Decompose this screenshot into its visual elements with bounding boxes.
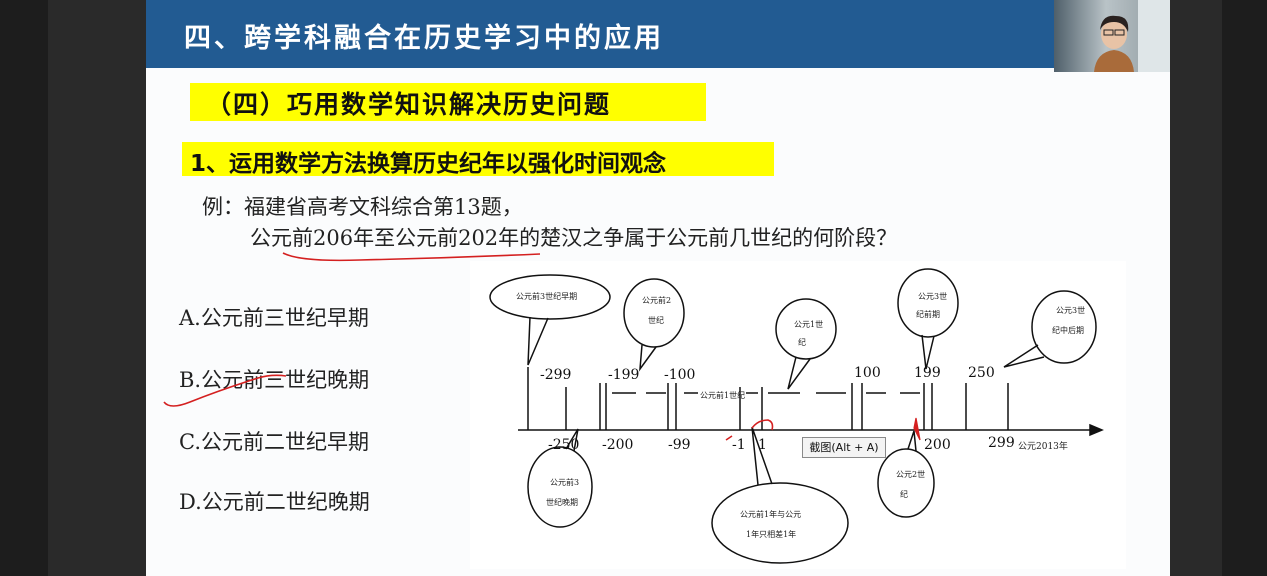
bubble-ad2-line1: 公元2世 — [896, 470, 926, 479]
tick-bottom-1: -250 — [548, 437, 580, 453]
option-b: B.公元前三世纪晚期 — [179, 368, 370, 392]
bubble-ad3-late-line1: 公元3世 — [1056, 306, 1086, 315]
option-c: C.公元前二世纪早期 — [179, 430, 369, 454]
webcam-overlay — [1054, 0, 1170, 72]
bubble-year-diff — [711, 482, 849, 564]
tick-bottom-2: -200 — [602, 437, 634, 453]
screenshot-tooltip: 截图(Alt + A) — [802, 437, 886, 458]
tick-top-1: -299 — [540, 367, 572, 383]
bubble-ad2-line2: 纪 — [900, 490, 908, 499]
bubble-ad3-early — [897, 268, 959, 338]
bubble-bc2-line1: 公元前2 — [642, 296, 672, 305]
bubble-ad3-early-line1: 公元3世 — [918, 292, 948, 301]
bubble-ad3-late-line2: 纪中后期 — [1052, 326, 1084, 335]
tick-top-5: 199 — [914, 365, 941, 381]
tick-bottom-6: 200 — [924, 437, 951, 453]
presenter-figure — [1094, 15, 1134, 72]
example-question: 公元前206年至公元前202年的楚汉之争属于公元前几世纪的何阶段？ — [250, 226, 898, 250]
tick-bottom-5: 1 — [758, 437, 767, 453]
section-heading: （四）巧用数学知识解决历史问题 — [190, 83, 706, 121]
right-margin — [1222, 0, 1267, 576]
example-intro: 例：福建省高考文科综合第13题， — [202, 195, 523, 219]
tick-top-2: -199 — [608, 367, 640, 383]
slide-title: 四、跨学科融合在历史学习中的应用 — [184, 23, 664, 54]
bubble-bc3-early — [489, 274, 611, 320]
tick-top-3: -100 — [664, 367, 696, 383]
bubble-bc3-late-line2: 世纪晚期 — [546, 498, 578, 507]
axis-arrow — [1089, 423, 1104, 437]
tick-bottom-4: -1 — [732, 437, 746, 453]
presentation-slide: 四、跨学科融合在历史学习中的应用 （四）巧用数学知识解决历史问题 1、运用数学方… — [146, 0, 1170, 576]
bubble-bc2-line2: 世纪 — [648, 316, 664, 325]
bubble-bc3-early-text: 公元前3世纪早期 — [516, 292, 578, 301]
section-heading-text: （四）巧用数学知识解决历史问题 — [206, 90, 612, 119]
bubble-bc2 — [623, 278, 685, 348]
tick-bottom-3: -99 — [668, 437, 691, 453]
bubble-ad1-line1: 公元1世 — [794, 320, 824, 329]
bubble-ad2 — [877, 448, 935, 518]
bubble-ad1-line2: 纪 — [798, 338, 806, 347]
option-a: A.公元前三世纪早期 — [179, 306, 369, 330]
tick-top-6: 250 — [968, 365, 995, 381]
subsection-heading-text: 1、运用数学方法换算历史纪年以强化时间观念 — [190, 151, 667, 177]
bubble-ad3-late — [1031, 290, 1097, 364]
subsection-heading: 1、运用数学方法换算历史纪年以强化时间观念 — [182, 142, 774, 177]
bubble-year-diff-line1: 公元前1年与公元 — [740, 510, 802, 519]
option-d: D.公元前二世纪晚期 — [179, 490, 370, 514]
bubble-ad3-early-line2: 纪前期 — [916, 310, 940, 319]
axis-end-label: 公元2013年 — [1018, 442, 1068, 452]
timeline-graphic — [489, 268, 1104, 564]
slide-title-bar: 四、跨学科融合在历史学习中的应用 — [146, 0, 1170, 68]
tick-top-4: 100 — [854, 365, 881, 381]
bubble-bc3-late — [527, 446, 593, 528]
mid-label: 公元前1世纪 — [700, 391, 746, 400]
left-margin — [0, 0, 48, 576]
bubble-bc3-late-line1: 公元前3 — [550, 478, 580, 487]
tick-bottom-7: 299 — [988, 435, 1015, 451]
bubble-year-diff-line2: 1年只相差1年 — [746, 530, 797, 539]
timeline-diagram: -299 -199 -100 100 199 250 -250 -200 -99… — [470, 261, 1126, 569]
bubble-ad1 — [775, 298, 837, 360]
left-dark-panel — [48, 0, 146, 576]
